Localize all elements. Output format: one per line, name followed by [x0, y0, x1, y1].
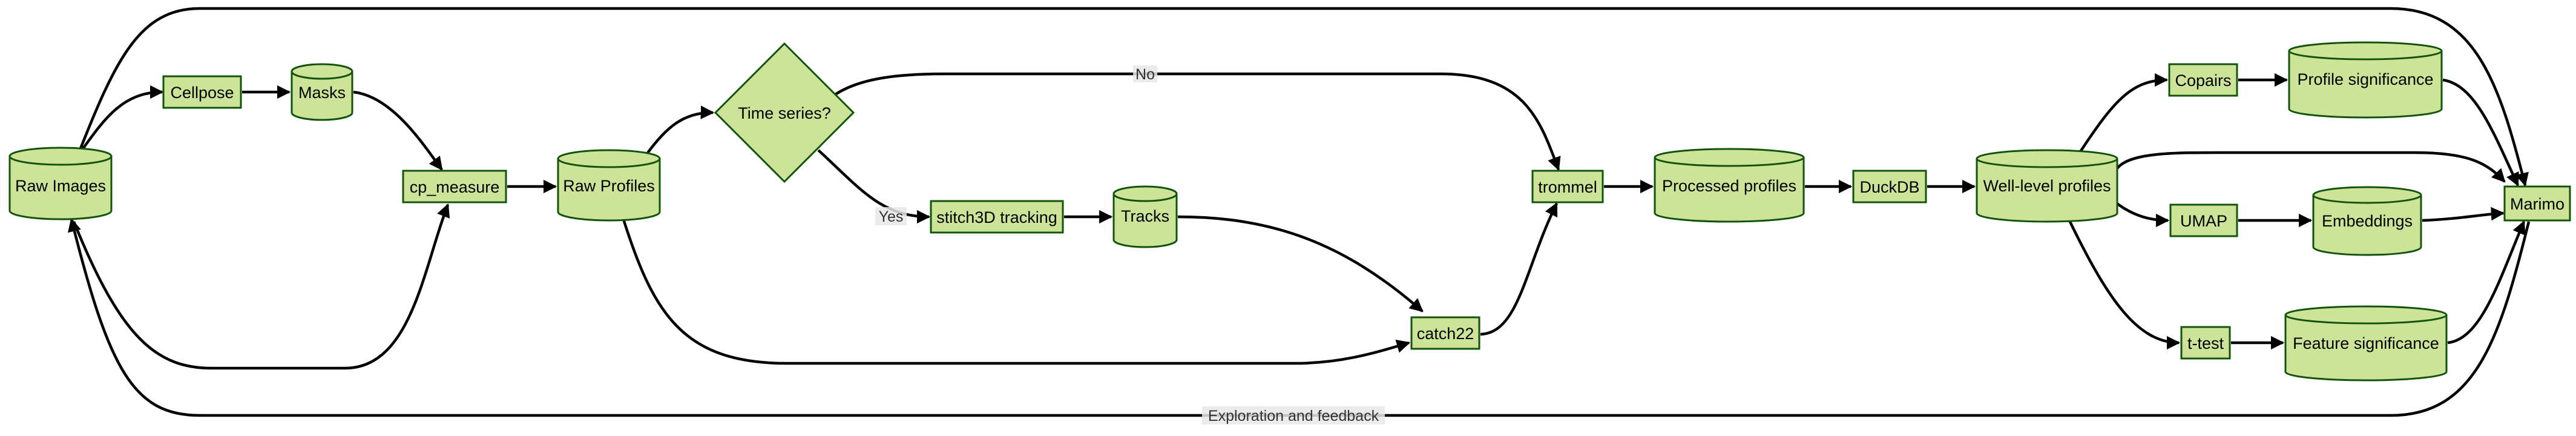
edge-well-level-profiles-to-copairs: [2076, 73, 2169, 157]
edge-raw-images-to-marimo: [76, 7, 2529, 187]
edge-masks-to-cp-measure: [353, 90, 443, 171]
node-catch22-label: catch22: [1417, 325, 1474, 343]
edge-label-feedback: Exploration and feedback: [1202, 406, 1385, 424]
node-well-level-profiles: Well-level profiles: [1976, 149, 2118, 223]
edge-time-series-to-trommel-no: [834, 72, 1561, 171]
node-copairs: Copairs: [2168, 63, 2238, 97]
node-processed-profiles: Processed profiles: [1654, 148, 1805, 223]
node-trommel-label: trommel: [1538, 178, 1597, 196]
edge-profile-significance-to-marimo: [2442, 78, 2520, 187]
node-t-test-label: t-test: [2187, 334, 2224, 352]
node-masks-label: Masks: [298, 84, 346, 102]
edge-well-level-profiles-to-marimo: [2116, 151, 2506, 183]
node-masks: Masks: [291, 63, 353, 121]
node-t-test: t-test: [2180, 326, 2231, 360]
node-raw-images-label: Raw Images: [15, 177, 106, 195]
node-processed-profiles-label: Processed profiles: [1662, 177, 1796, 195]
edge-tracks-to-catch22: [1177, 215, 1424, 312]
node-cp-measure: cp_measure: [402, 170, 507, 203]
node-tracks-label: Tracks: [1121, 207, 1169, 225]
node-raw-profiles: Raw Profiles: [557, 149, 661, 222]
node-marimo-label: Marimo: [2510, 195, 2564, 213]
node-duckdb-label: DuckDB: [1859, 178, 1919, 196]
edge-label-yes-text: Yes: [879, 208, 904, 225]
edge-label-no: No: [1133, 65, 1157, 83]
edge-label-yes: Yes: [875, 207, 907, 225]
edge-raw-images-to-cp-measure: [72, 203, 450, 370]
edge-raw-images-to-cellpose: [76, 85, 164, 157]
edge-well-level-profiles-to-t-test: [2067, 219, 2181, 350]
node-profile-significance: Profile significance: [2288, 41, 2443, 119]
edge-marimo-to-raw-images-feedback: [67, 217, 2531, 417]
node-duckdb: DuckDB: [1852, 170, 1927, 203]
node-raw-images: Raw Images: [8, 147, 113, 220]
edge-well-level-profiles-to-umap: [2111, 199, 2170, 228]
node-cp-measure-label: cp_measure: [410, 178, 500, 196]
edge-raw-profiles-to-catch22: [622, 219, 1411, 365]
node-copairs-label: Copairs: [2175, 71, 2231, 90]
node-stitch3d-label: stitch3D tracking: [936, 208, 1057, 226]
node-well-level-profiles-label: Well-level profiles: [1983, 177, 2111, 195]
edge-label-feedback-text: Exploration and feedback: [1208, 408, 1379, 424]
node-stitch3d-tracking: stitch3D tracking: [930, 200, 1064, 234]
edge-time-series-to-stitch3d-yes: [817, 149, 931, 224]
edge-catch22-to-trommel: [1480, 202, 1559, 336]
edges: [67, 7, 2531, 417]
node-cellpose: Cellpose: [162, 75, 242, 109]
edge-feature-significance-to-marimo: [2447, 220, 2526, 345]
node-marimo: Marimo: [2503, 185, 2571, 222]
edge-embeddings-to-marimo: [2422, 206, 2505, 222]
node-trommel: trommel: [1531, 170, 1604, 203]
node-feature-significance: Feature significance: [2284, 305, 2448, 382]
edge-labels: No Yes Exploration and feedback: [875, 65, 1385, 424]
node-catch22: catch22: [1410, 316, 1480, 350]
nodes: Raw Images Cellpose Masks cp_measure Raw…: [8, 41, 2571, 382]
node-time-series-label: Time series?: [738, 104, 831, 122]
node-umap-label: UMAP: [2180, 212, 2227, 230]
edge-raw-profiles-to-time-series: [644, 105, 715, 157]
edge-label-no-text: No: [1135, 66, 1155, 83]
node-raw-profiles-label: Raw Profiles: [563, 177, 655, 195]
node-tracks: Tracks: [1112, 185, 1178, 248]
node-embeddings-label: Embeddings: [2322, 212, 2413, 230]
node-feature-significance-label: Feature significance: [2293, 334, 2439, 352]
node-profile-significance-label: Profile significance: [2297, 70, 2433, 88]
node-cellpose-label: Cellpose: [170, 84, 234, 102]
node-embeddings: Embeddings: [2312, 186, 2422, 256]
node-time-series-decision: Time series?: [714, 42, 855, 183]
node-umap: UMAP: [2169, 203, 2238, 237]
